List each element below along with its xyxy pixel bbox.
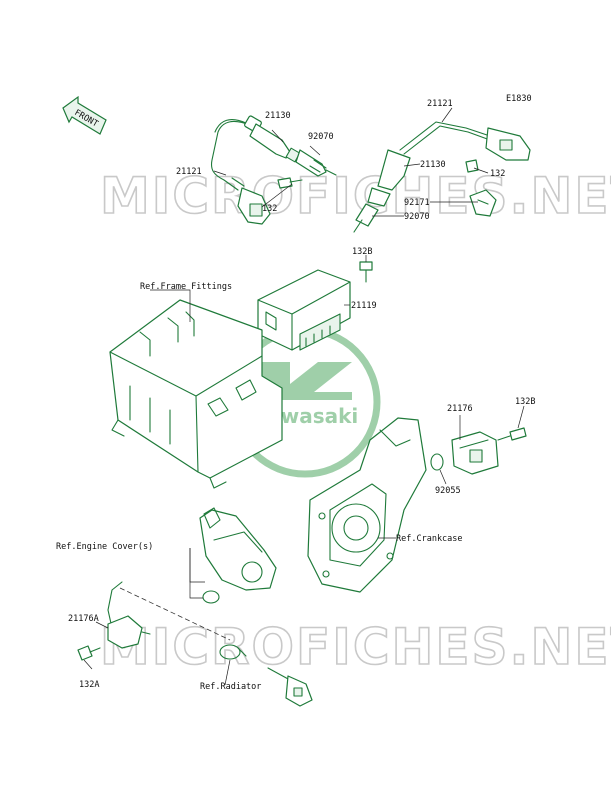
label-21176a: 21176A [68,614,99,624]
label-132b-top: 132B [352,247,372,257]
diagram-code: E1830 [506,94,532,104]
ref-frame-fittings: Ref.Frame Fittings [140,282,232,292]
sensor-21176a [107,581,151,649]
bracket-92171 [469,189,497,217]
label-132a: 132A [79,680,99,690]
connector [267,667,313,707]
o-ring-cover [202,590,220,604]
spark-plug-right [353,203,379,233]
label-21176: 21176 [447,404,473,414]
bolt-132-left [277,177,303,189]
label-92070-right: 92070 [404,212,430,222]
ref-engine-covers: Ref.Engine Cover(s) [56,542,153,552]
bolt-132a [77,645,101,661]
label-92070-top: 92070 [308,132,334,142]
leader-lines [83,107,525,686]
label-21121-left: 21121 [176,167,202,177]
hose-clamp [219,644,247,660]
label-92171: 92171 [404,198,430,208]
sensor-21176 [451,431,499,475]
label-132b-right: 132B [515,397,535,407]
crankcase [307,417,427,593]
ref-radiator: Ref.Radiator [200,682,261,692]
spark-plug-left [295,149,337,177]
label-132-right: 132 [490,169,505,179]
label-21130-top: 21130 [265,111,291,121]
engine-cover [199,507,277,591]
o-ring-92055 [430,453,444,471]
bolt-132b-right [497,427,527,441]
watermark-top: MICROFICHES.NET [100,167,611,225]
bolt-132-right [465,159,479,173]
label-21121-right: 21121 [427,99,453,109]
bolt-132b-top [359,261,373,283]
front-arrow-icon: FRONT [62,95,107,135]
label-92055: 92055 [435,486,461,496]
dashed-line [119,587,231,641]
label-21119: 21119 [351,301,377,311]
watermark-bottom: MICROFICHES.NET [100,618,611,676]
label-21130-right: 21130 [420,160,446,170]
frame-fitting-tray [109,299,283,489]
ignition-coil-left [210,115,301,225]
label-132-left: 132 [262,204,277,214]
ref-crankcase: Ref.Crankcase [396,534,463,544]
ignition-coil-right [367,121,531,207]
